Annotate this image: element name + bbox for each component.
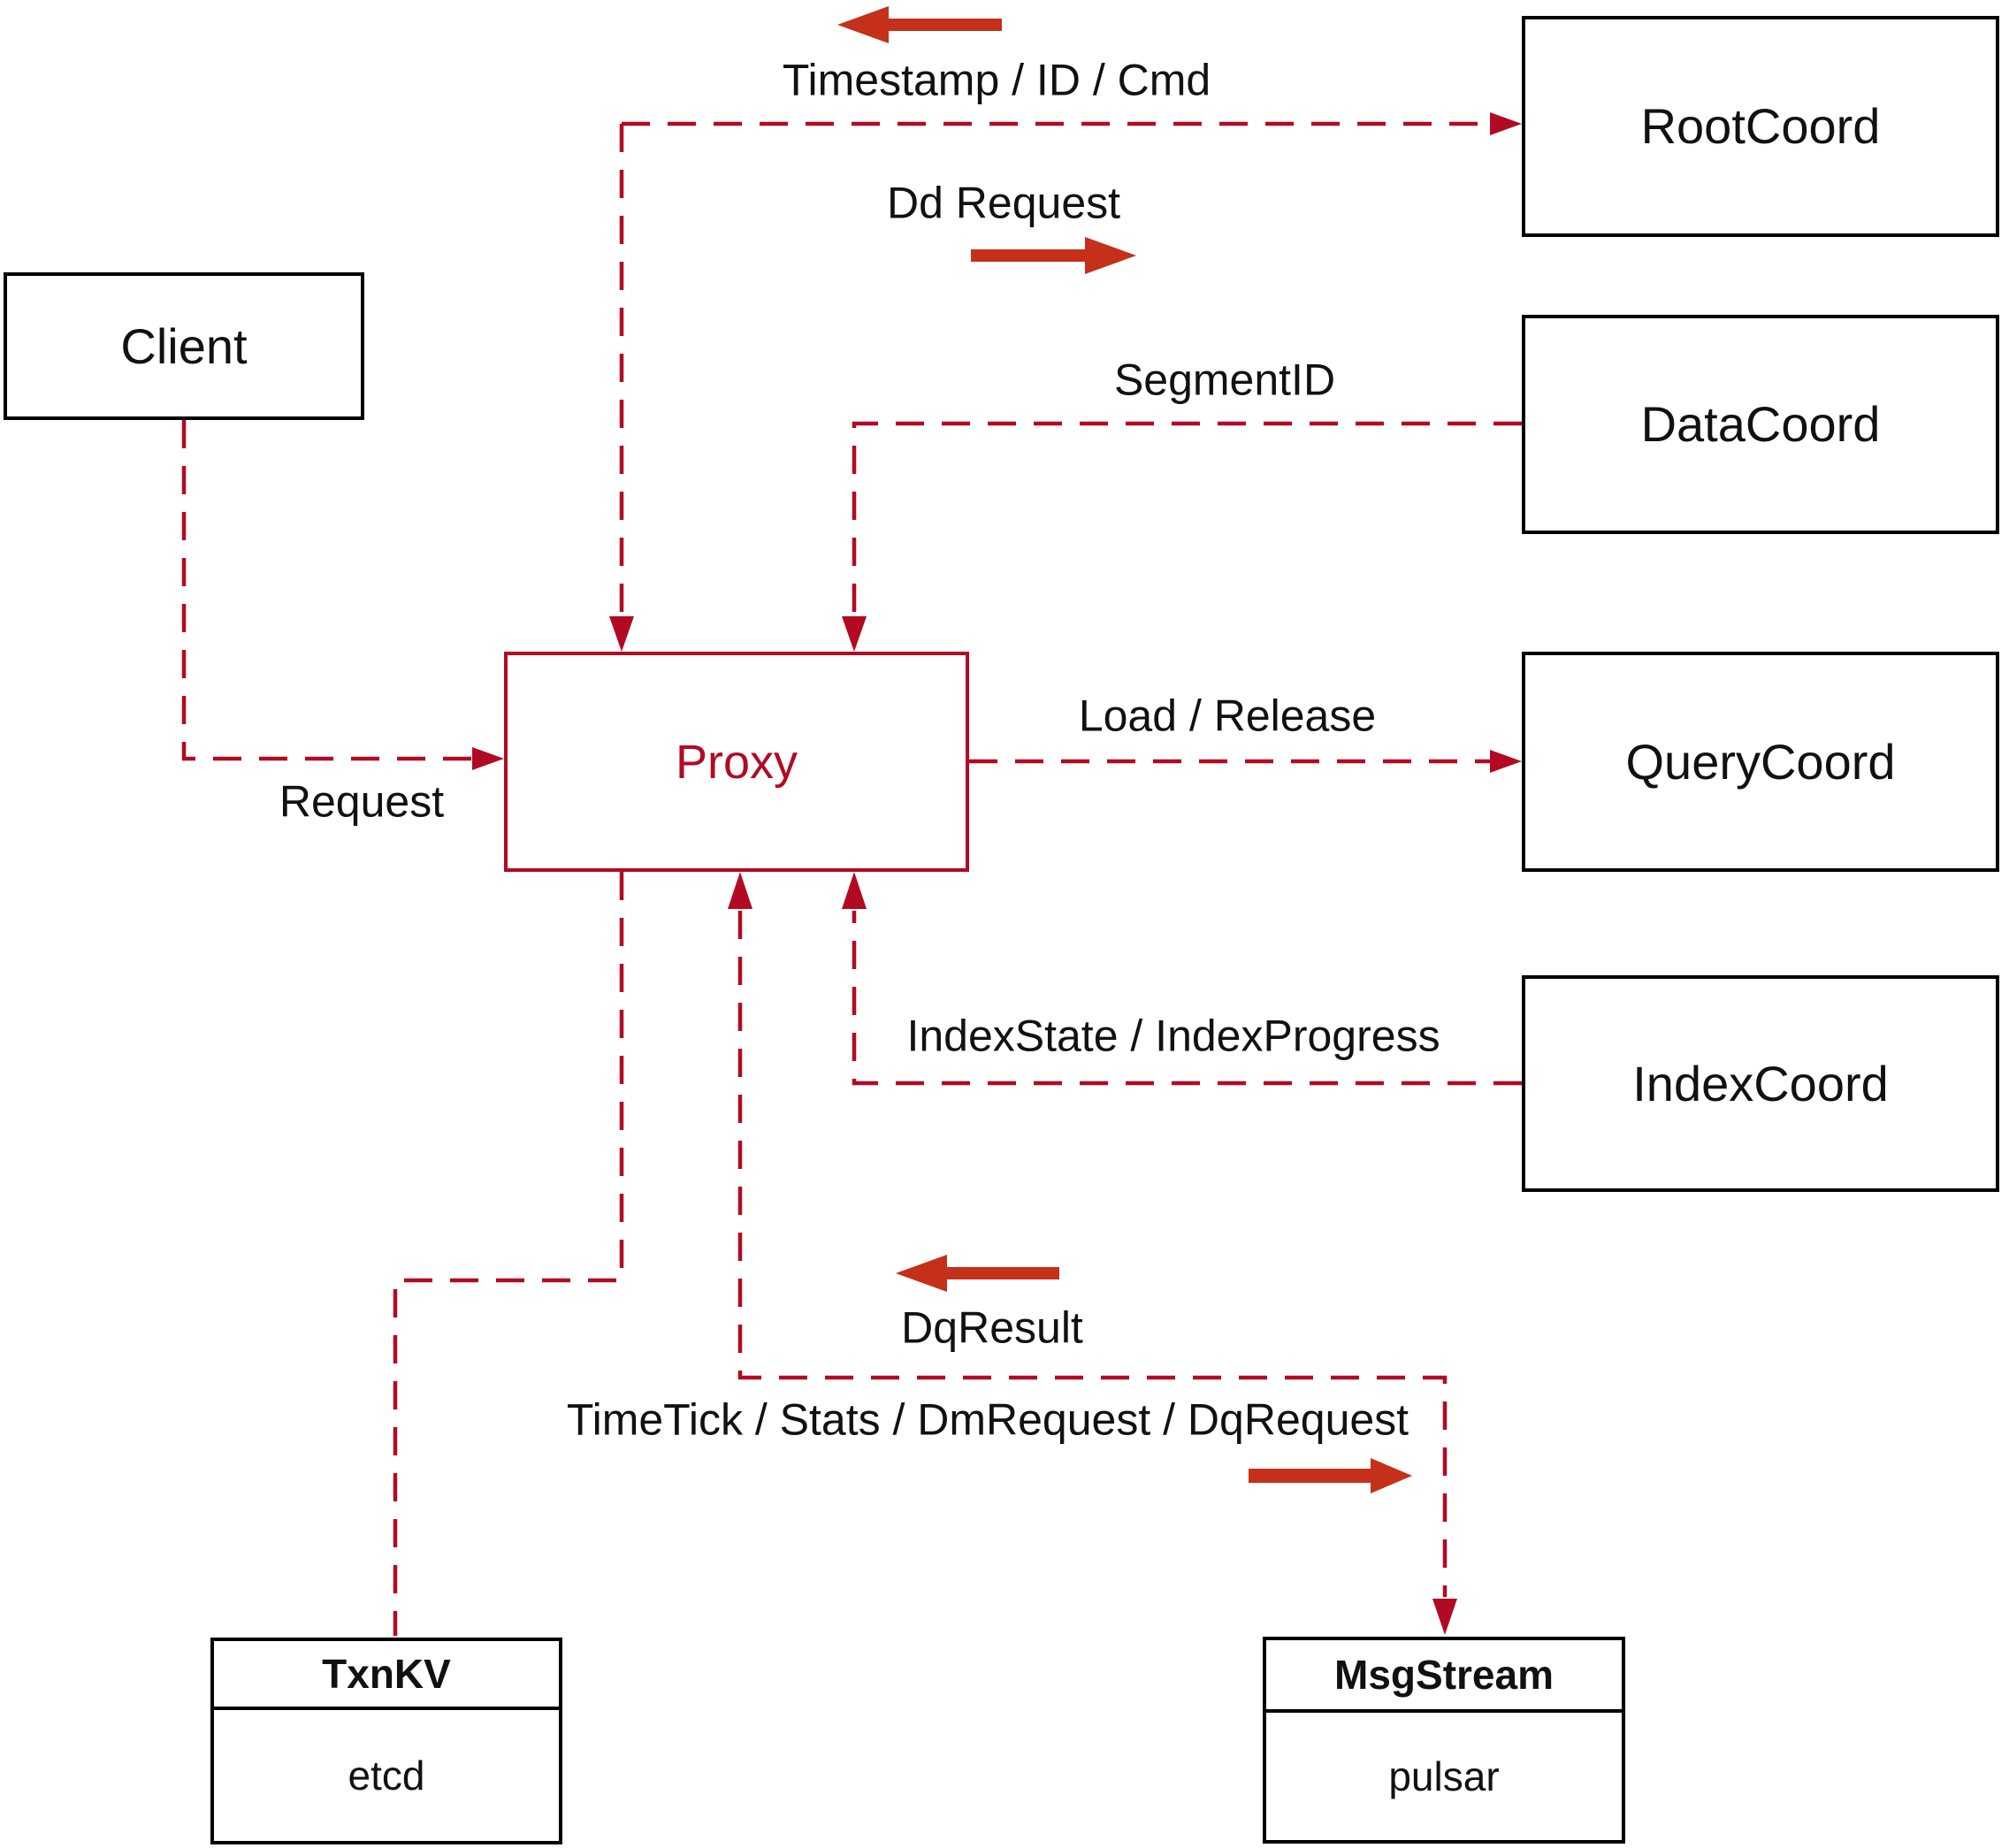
node-txnkv-subtitle: etcd: [348, 1753, 425, 1798]
node-msgstream-title: MsgStream: [1266, 1640, 1622, 1713]
connector-proxy-txnkv: [393, 872, 624, 1636]
edge-label-load-release: Load / Release: [1078, 691, 1377, 741]
node-datacoord-label: DataCoord: [1640, 396, 1881, 452]
flow-arrow-to-proxy-top: [837, 6, 1002, 43]
flow-arrow-to-rootcoord: [971, 237, 1136, 274]
edge-label-indexstate-indexprogress: IndexState / IndexProgress: [906, 1011, 1440, 1061]
node-rootcoord-label: RootCoord: [1640, 98, 1881, 154]
edge-label-request: Request: [279, 776, 445, 827]
flow-arrow-to-msgstream: [1249, 1458, 1412, 1493]
edge-label-timestamp-id-cmd: Timestamp / ID / Cmd: [782, 55, 1211, 105]
node-querycoord: QueryCoord: [1522, 652, 1999, 872]
node-proxy: Proxy: [504, 652, 969, 872]
node-client-label: Client: [120, 317, 248, 374]
connector-datacoord-proxy: [842, 421, 1522, 652]
connector-indexcoord-proxy: [842, 872, 1522, 1086]
connector-client-proxy: [181, 420, 504, 770]
edge-label-segmentid: SegmentID: [1113, 355, 1336, 405]
node-msgstream-subtitle: pulsar: [1388, 1753, 1500, 1799]
node-txnkv: TxnKV etcd: [210, 1638, 562, 1844]
flow-arrow-dqresult: [896, 1255, 1059, 1292]
connector-proxy-querycoord: [969, 750, 1522, 773]
node-indexcoord-label: IndexCoord: [1632, 1055, 1889, 1111]
node-msgstream: MsgStream pulsar: [1263, 1637, 1625, 1844]
edge-label-dd-request: Dd Request: [886, 178, 1121, 228]
node-client: Client: [4, 272, 364, 420]
node-indexcoord: IndexCoord: [1522, 975, 1999, 1192]
node-rootcoord: RootCoord: [1522, 16, 1999, 237]
edge-label-timetick-stats: TimeTick / Stats / DmRequest / DqRequest: [566, 1394, 1409, 1445]
edge-label-dqresult: DqResult: [901, 1302, 1083, 1353]
node-proxy-label: Proxy: [675, 735, 798, 789]
node-datacoord: DataCoord: [1522, 315, 1999, 534]
connector-proxy-rootcoord: [609, 112, 1522, 652]
connector-proxy-msgstream: [728, 872, 1457, 1635]
node-querycoord-label: QueryCoord: [1625, 733, 1896, 790]
node-txnkv-title: TxnKV: [214, 1641, 559, 1710]
